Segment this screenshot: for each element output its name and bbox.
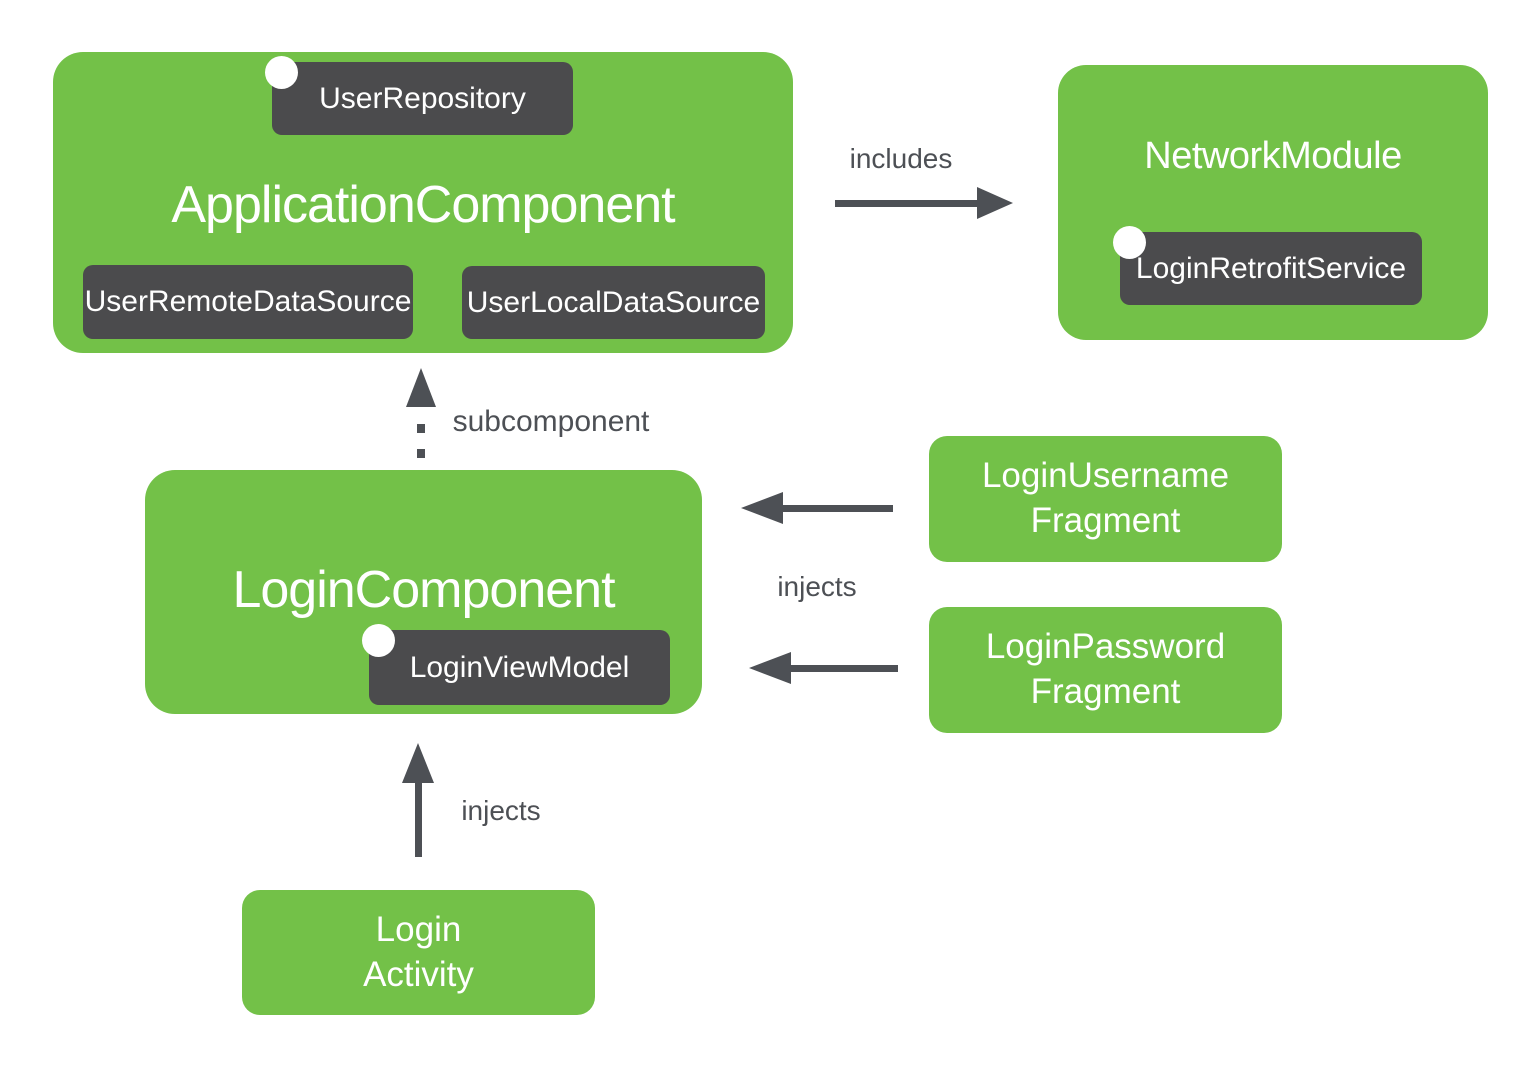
application-component-box: UserRepository ApplicationComponent User… xyxy=(53,52,793,353)
login-username-fragment-box: LoginUsername Fragment xyxy=(929,436,1282,562)
password-injects-arrowhead-icon xyxy=(749,652,791,684)
subcomponent-arrowhead-icon xyxy=(406,368,436,407)
user-remote-data-source-label: UserRemoteDataSource xyxy=(84,285,412,318)
subcomponent-arrow-dash xyxy=(417,424,425,433)
login-password-fragment-line1: LoginPassword xyxy=(985,627,1226,667)
provision-dot-icon xyxy=(1113,226,1146,259)
user-local-data-source-label: UserLocalDataSource xyxy=(466,285,761,319)
includes-arrow-shaft xyxy=(835,200,980,207)
user-local-data-source-badge: UserLocalDataSource xyxy=(462,266,765,339)
login-retrofit-service-label: LoginRetrofitService xyxy=(1135,251,1407,285)
username-injects-arrowhead-icon xyxy=(741,492,783,524)
activity-injects-arrow-shaft xyxy=(415,781,422,857)
login-component-title: LoginComponent xyxy=(232,561,615,619)
injects-activity-edge-label: injects xyxy=(461,795,541,826)
username-injects-arrow-shaft xyxy=(779,505,893,512)
subcomponent-arrow-dash xyxy=(417,449,425,458)
login-activity-line2: Activity xyxy=(363,954,474,994)
user-remote-data-source-badge: UserRemoteDataSource xyxy=(83,265,413,339)
provision-dot-icon xyxy=(362,624,395,657)
login-activity-box: Login Activity xyxy=(242,890,595,1015)
subcomponent-edge-label: subcomponent xyxy=(452,405,650,438)
network-module-box: NetworkModule LoginRetrofitService xyxy=(1058,65,1488,340)
login-retrofit-service-badge: LoginRetrofitService xyxy=(1113,226,1422,305)
login-view-model-label: LoginViewModel xyxy=(409,650,630,684)
login-password-fragment-box: LoginPassword Fragment xyxy=(929,607,1282,733)
includes-arrowhead-icon xyxy=(977,187,1013,219)
login-view-model-badge: LoginViewModel xyxy=(362,624,670,705)
login-username-fragment-line1: LoginUsername xyxy=(981,456,1230,496)
login-activity-line1: Login xyxy=(375,909,462,949)
application-component-title: ApplicationComponent xyxy=(171,176,675,234)
login-username-fragment-line2: Fragment xyxy=(1030,501,1181,540)
injects-fragments-edge-label: injects xyxy=(777,571,857,602)
user-repository-label: UserRepository xyxy=(319,81,526,115)
password-injects-arrow-shaft xyxy=(787,665,898,672)
user-repository-badge: UserRepository xyxy=(265,56,573,135)
provision-dot-icon xyxy=(265,56,298,89)
activity-injects-arrowhead-icon xyxy=(402,743,434,783)
login-component-box: LoginComponent LoginViewModel xyxy=(145,470,702,714)
login-password-fragment-line2: Fragment xyxy=(1030,672,1181,711)
network-module-title: NetworkModule xyxy=(1144,135,1402,177)
includes-edge-label: includes xyxy=(849,143,953,174)
